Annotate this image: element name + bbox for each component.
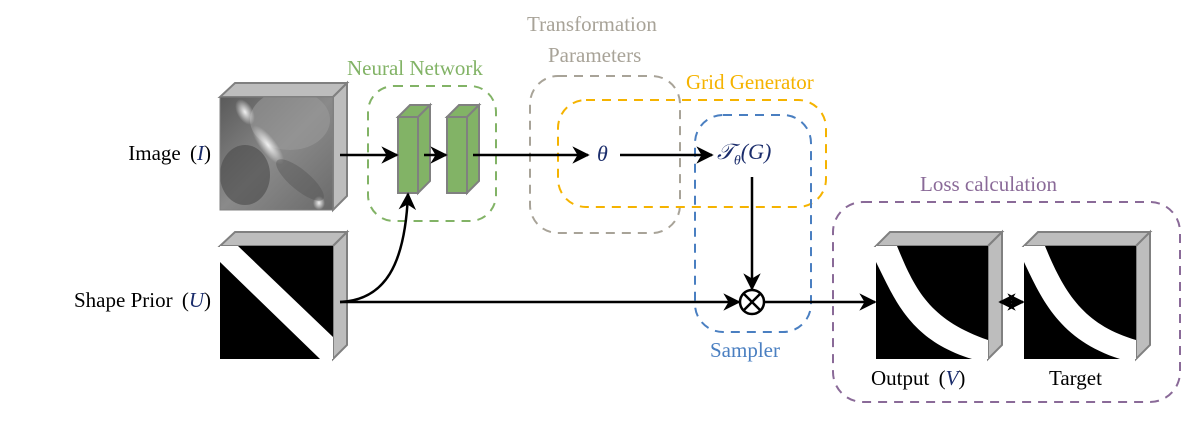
loss-calculation-title: Loss calculation [920, 172, 1058, 196]
neural-network-box [367, 85, 497, 222]
target-label: Target [1049, 366, 1102, 390]
shape-prior-label-text: Shape Prior [74, 288, 173, 312]
sampler-box [694, 114, 812, 333]
transform-subscript: θ [733, 153, 741, 169]
grid-generator-title: Grid Generator [686, 70, 814, 94]
output-symbol: V [945, 366, 959, 390]
transformation-parameters-title-line2: Parameters [548, 43, 642, 67]
output-label-text: Output [871, 366, 930, 390]
neural-network-title: Neural Network [347, 56, 483, 80]
theta-node: θ [597, 141, 608, 166]
grid-generator-box [557, 99, 827, 208]
sampler-title: Sampler [710, 338, 780, 362]
target-cube [1021, 229, 1153, 362]
transform-argument: (G) [740, 139, 772, 164]
transform-node: 𝒯θ(G) [717, 139, 771, 169]
shape-prior-symbol: U [188, 288, 204, 312]
transform-T: 𝒯 [717, 139, 734, 164]
loss-calculation-box [832, 201, 1181, 403]
arrow-prior-to-nn [339, 192, 417, 304]
output-cube [873, 229, 1005, 362]
image-cube [217, 80, 350, 213]
transformation-parameters-title-line1: Transformation [527, 12, 657, 36]
output-label: Output (V) [871, 366, 966, 390]
image-input-label: Image (I) [128, 141, 211, 165]
nn-layer-1 [395, 102, 433, 196]
sampler-multiply-node [738, 288, 766, 316]
image-symbol: I [197, 141, 204, 165]
image-label-text: Image [128, 141, 181, 165]
shape-prior-cube [217, 229, 350, 362]
nn-layer-2 [444, 102, 482, 196]
shape-prior-input-label: Shape Prior (U) [74, 288, 211, 312]
